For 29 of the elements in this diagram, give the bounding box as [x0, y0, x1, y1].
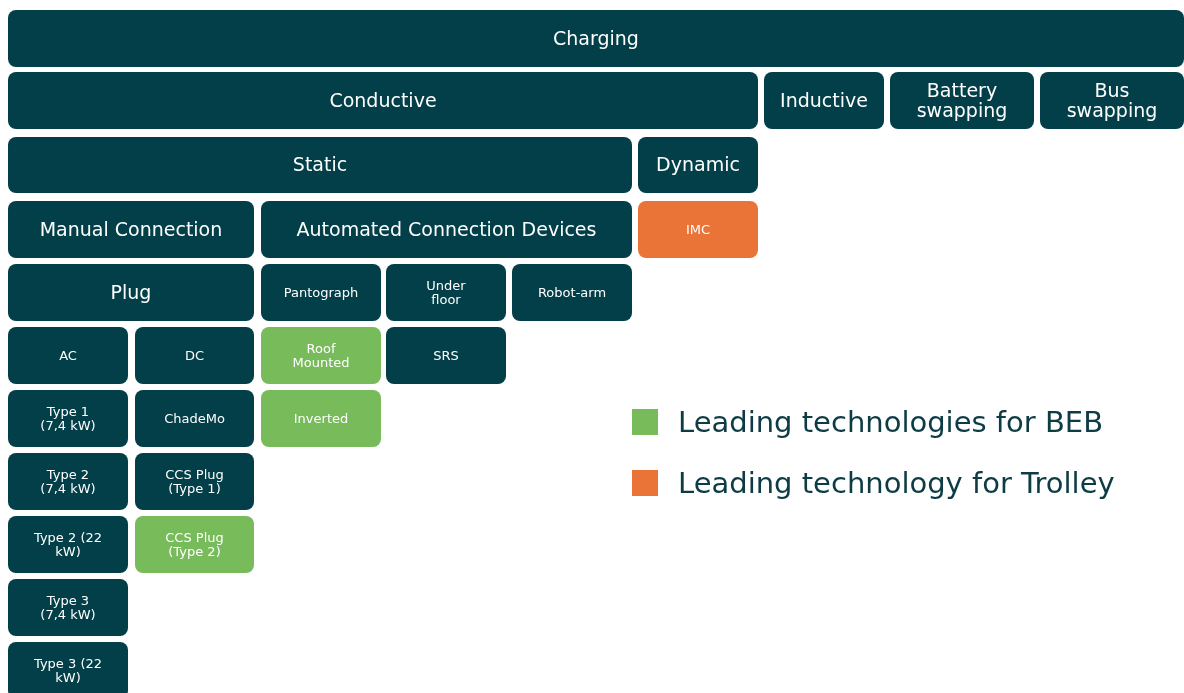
- category-tile: Robot-arm: [512, 264, 632, 321]
- category-tile: CCS Plug (Type 2): [135, 516, 254, 573]
- category-tile: Battery swapping: [890, 72, 1034, 129]
- category-tile: Type 1 (7,4 kW): [8, 390, 128, 447]
- category-tile: Pantograph: [261, 264, 381, 321]
- category-tile: Roof Mounted: [261, 327, 381, 384]
- category-tile: DC: [135, 327, 254, 384]
- category-tile: Bus swapping: [1040, 72, 1184, 129]
- legend-label: Leading technology for Trolley: [678, 466, 1115, 500]
- category-tile: Type 2 (7,4 kW): [8, 453, 128, 510]
- category-tile: Type 3 (22 kW): [8, 642, 128, 693]
- category-tile: ChadeMo: [135, 390, 254, 447]
- category-tile: Plug: [8, 264, 254, 321]
- category-tile: Dynamic: [638, 137, 758, 193]
- category-tile: Charging: [8, 10, 1184, 67]
- category-tile: Inductive: [764, 72, 884, 129]
- category-tile: Conductive: [8, 72, 758, 129]
- category-tile: IMC: [638, 201, 758, 258]
- category-tile: CCS Plug (Type 1): [135, 453, 254, 510]
- category-tile: Manual Connection: [8, 201, 254, 258]
- category-tile: Under floor: [386, 264, 506, 321]
- category-tile: Static: [8, 137, 632, 193]
- category-tile: AC: [8, 327, 128, 384]
- legend-label: Leading technologies for BEB: [678, 405, 1104, 439]
- category-tile: SRS: [386, 327, 506, 384]
- category-tile: Inverted: [261, 390, 381, 447]
- category-tile: Automated Connection Devices: [261, 201, 632, 258]
- category-tile: Type 2 (22 kW): [8, 516, 128, 573]
- category-tile: Type 3 (7,4 kW): [8, 579, 128, 636]
